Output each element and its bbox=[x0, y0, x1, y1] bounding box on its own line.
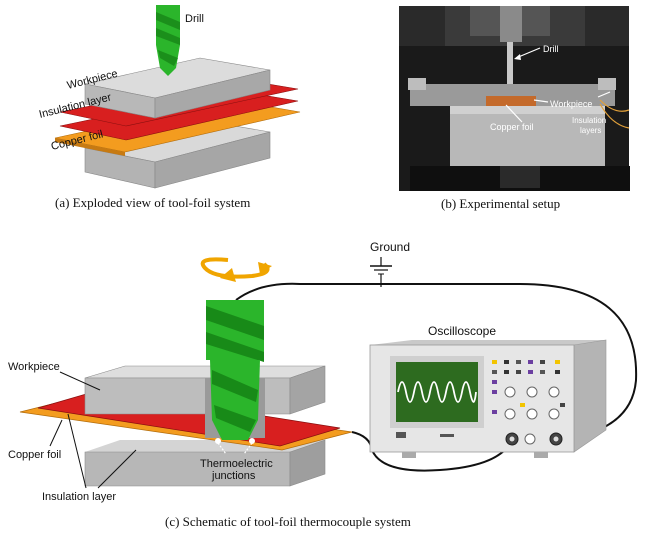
wire-drill-to-scope bbox=[235, 282, 638, 441]
rotation-arrow-icon bbox=[200, 257, 272, 282]
label-copper-foil-c: Copper foil bbox=[8, 449, 61, 461]
junction-dot-left bbox=[215, 438, 221, 444]
photo-label-insulation-2: layers bbox=[580, 126, 601, 135]
label-drill-a: Drill bbox=[185, 13, 204, 25]
photo-label-insulation-1: Insulation bbox=[572, 116, 606, 125]
drill-icon-c bbox=[206, 300, 264, 440]
ground-icon bbox=[370, 257, 392, 287]
caption-b: (b) Experimental setup bbox=[441, 196, 560, 211]
photo-drill bbox=[507, 42, 513, 92]
label-junctions-1: Thermoelectric bbox=[200, 458, 273, 470]
drill-icon bbox=[156, 5, 180, 76]
label-oscilloscope: Oscilloscope bbox=[428, 324, 496, 338]
photo-label-workpiece: Workpiece bbox=[550, 99, 592, 109]
photo-fixture-top bbox=[410, 84, 615, 106]
wire-foil-to-scope bbox=[351, 431, 513, 472]
scope-waveform bbox=[397, 381, 477, 403]
photo-label-drill: Drill bbox=[543, 44, 559, 54]
bottom-block bbox=[84, 119, 271, 189]
workpiece-block-top bbox=[84, 57, 271, 119]
photo-vise bbox=[450, 106, 605, 166]
panel-c-schematic: Ground bbox=[8, 240, 638, 529]
photo-label-copper-foil: Copper foil bbox=[490, 122, 534, 132]
label-ground: Ground bbox=[370, 240, 410, 254]
oscilloscope-icon bbox=[369, 339, 607, 458]
label-insulation-c: Insulation layer bbox=[42, 491, 116, 503]
junction-dot-right bbox=[249, 438, 255, 444]
panel-b-experimental-setup: Drill Workpiece Copper foil Insulation l… bbox=[399, 6, 630, 211]
label-workpiece-c: Workpiece bbox=[8, 361, 60, 373]
caption-a: (a) Exploded view of tool-foil system bbox=[55, 195, 250, 210]
label-junctions-2: junctions bbox=[211, 470, 256, 482]
panel-a-exploded-view: Drill Workpiece Insulation layer Copper … bbox=[38, 5, 301, 210]
photo-copper-foil bbox=[486, 96, 536, 106]
scope-controls bbox=[492, 360, 565, 420]
caption-c: (c) Schematic of tool-foil thermocouple … bbox=[165, 514, 411, 529]
scope-screen bbox=[396, 362, 478, 422]
